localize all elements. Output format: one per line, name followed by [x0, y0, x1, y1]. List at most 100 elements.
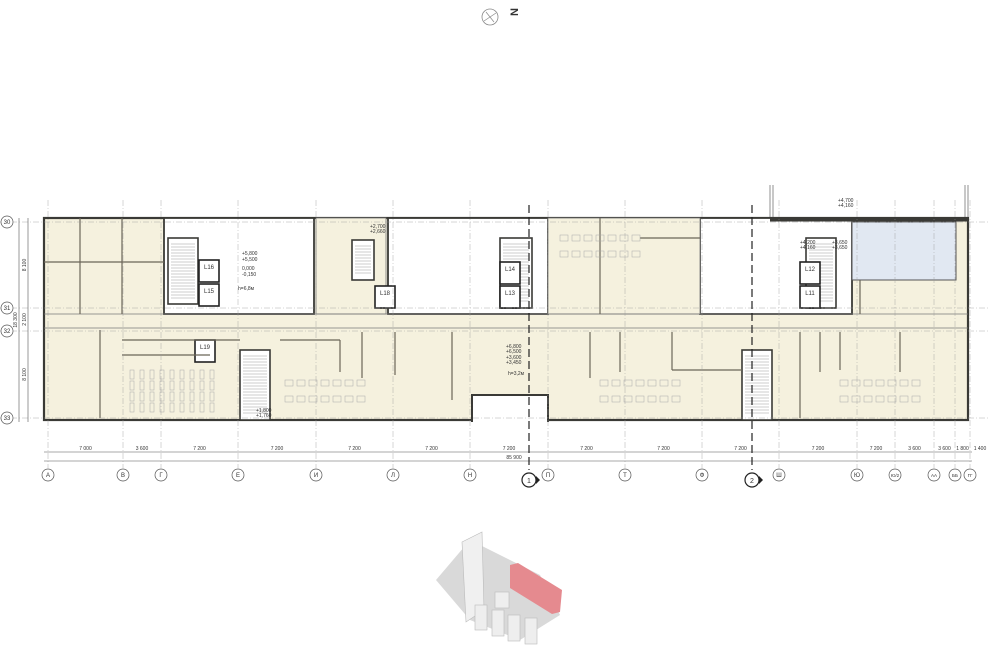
lift-l16: L16 [198, 259, 220, 283]
axis-bubble [41, 468, 55, 482]
level-marks: +5,800+5,500 0,000-0,150 h=6,8м +2,700+2… [238, 198, 854, 419]
dimension-label: 7 200 [271, 446, 284, 452]
axis-bubble [772, 468, 786, 482]
svg-text:+1,800: +1,800 [256, 408, 272, 414]
axis-label: Г [159, 473, 163, 479]
axis-bubble [541, 468, 555, 482]
upper-terrace-outline [769, 185, 969, 220]
axis-label: Ф [700, 473, 705, 479]
axis-label: 31 [4, 306, 11, 312]
lift-l19: L19 [194, 339, 216, 363]
axis-label: Ю/2 [891, 473, 900, 478]
axis-label: 33 [4, 416, 11, 422]
highlighted-hall [851, 221, 957, 281]
axis-label: Н [468, 473, 472, 479]
axis-bubble [850, 468, 864, 482]
section-label: 2 [750, 478, 754, 485]
svg-text:+4,160: +4,160 [800, 245, 816, 251]
svg-text:+3,450: +3,450 [506, 360, 522, 366]
svg-text:L16: L16 [204, 265, 215, 271]
svg-text:L19: L19 [200, 345, 211, 351]
highlighted-building [510, 563, 562, 614]
axis-label: Е [236, 473, 240, 479]
svg-text:L14: L14 [505, 267, 516, 273]
dimension-label: 7 200 [425, 446, 438, 452]
dimension-label: 7 200 [734, 446, 747, 452]
dimension-label: 7 000 [79, 446, 92, 452]
axis-label: 30 [4, 220, 11, 226]
dimension-label: 2 100 [22, 313, 28, 326]
svg-text:L18: L18 [380, 291, 391, 297]
svg-text:+4,700: +4,700 [838, 198, 854, 204]
lift-l14: L14 [499, 261, 521, 285]
axis-label: В [121, 473, 125, 479]
axis-bubble [386, 468, 400, 482]
axis-bubble [963, 468, 977, 482]
svg-text:L15: L15 [204, 289, 215, 295]
dimension-label: 7 200 [812, 446, 825, 452]
lift-l12: L12 [799, 261, 821, 285]
massing-model [436, 531, 562, 645]
dimension-label: 7 200 [503, 446, 516, 452]
axis-bubble [888, 468, 902, 482]
svg-text:+6,800: +6,800 [506, 344, 522, 350]
axis-bubble [0, 215, 14, 229]
dimension-label: 3 600 [938, 446, 951, 452]
axis-label: А [46, 473, 50, 479]
lift-l15: L15 [198, 283, 220, 307]
axis-bubble [309, 468, 323, 482]
axis-label: АА [931, 473, 937, 478]
corridor [44, 313, 968, 329]
svg-text:+3,650: +3,650 [832, 245, 848, 251]
svg-text:+5,800: +5,800 [242, 251, 258, 257]
svg-text:+4,160: +4,160 [838, 203, 854, 209]
dimension-label: 7 200 [870, 446, 883, 452]
axis-label: П [546, 473, 550, 479]
svg-text:h=6,8м: h=6,8м [238, 286, 255, 292]
dimension-label: 7 200 [657, 446, 670, 452]
north-arrow-icon: N [481, 8, 521, 26]
dimension-label: 8 100 [22, 259, 28, 272]
svg-text:+3,600: +3,600 [506, 355, 522, 361]
svg-text:+2,660: +2,660 [370, 229, 386, 235]
partitions [44, 218, 901, 418]
axis-bubble [463, 468, 477, 482]
svg-text:-0,150: -0,150 [242, 272, 256, 278]
dimension-label: 7 200 [193, 446, 206, 452]
axis-bubble [0, 324, 14, 338]
svg-text:h=3,2м: h=3,2м [508, 371, 525, 377]
lift-l13: L13 [499, 285, 521, 309]
axis-bubble [231, 468, 245, 482]
svg-text:L12: L12 [805, 267, 816, 273]
axis-bubble [154, 468, 168, 482]
axis-bubble [927, 468, 941, 482]
section-label: 1 [527, 478, 531, 485]
axis-label: ГГ [968, 473, 973, 478]
lift-l18: L18 [374, 285, 396, 309]
axis-label: И [314, 473, 318, 479]
dimension-label: 7 200 [348, 446, 361, 452]
axis-label: Ш [776, 473, 782, 479]
dimension-label: 1 400 [974, 446, 987, 452]
dimension-label: 3 600 [908, 446, 921, 452]
axis-label: Ю [854, 473, 860, 479]
axis-label: Т [623, 473, 627, 479]
axis-bubble [0, 301, 14, 315]
total-width-label: 18 300 [13, 312, 19, 328]
axis-bubble [948, 468, 962, 482]
svg-text:+1,760: +1,760 [256, 413, 272, 419]
axis-bubble [695, 468, 709, 482]
dimension-label: 3 600 [136, 446, 149, 452]
axis-label: 32 [4, 329, 11, 335]
axis-label: ББ [952, 473, 958, 478]
svg-text:L13: L13 [505, 291, 516, 297]
total-length-label: 85 900 [506, 455, 522, 461]
dimension-label: 1 800 [956, 446, 969, 452]
dimension-label: 7 200 [580, 446, 593, 452]
axis-bubble [0, 411, 14, 425]
lift-l11: L11 [799, 285, 821, 309]
svg-text:+6,500: +6,500 [506, 349, 522, 355]
